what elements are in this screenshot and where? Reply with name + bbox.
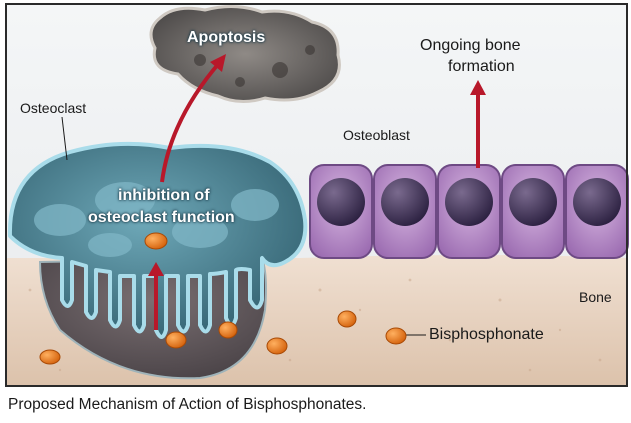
apoptotic-cell [149, 5, 341, 103]
panel-border [5, 3, 628, 387]
osteoblast-nuclei [317, 178, 621, 226]
apoptosis-label: Apoptosis [187, 29, 266, 46]
bisphosphonate-label: Bisphosphonate [429, 326, 544, 343]
osteoclast-nuclei [34, 182, 279, 257]
apoptotic-fragments [194, 45, 315, 87]
formation-arrowhead [470, 80, 486, 95]
bone-label: Bone [579, 289, 612, 305]
ongoing-formation-label-line2: formation [448, 58, 515, 75]
osteoclast-leader [61, 116, 68, 161]
osteoclast-label: Osteoclast [20, 100, 87, 116]
bisphosphonate-particles [39, 232, 407, 365]
inhibition-label-line2: osteoclast function [88, 209, 235, 226]
figure-caption: Proposed Mechanism of Action of Bisphosp… [8, 396, 367, 413]
inhibition-label-line1: inhibition of [118, 187, 210, 204]
apoptosis-arrowhead [210, 54, 226, 72]
apoptosis-arrow [160, 60, 222, 183]
uptake-arrowhead [148, 262, 164, 276]
ongoing-formation-label-line1: Ongoing bone [420, 37, 521, 54]
osteoblast-label: Osteoblast [343, 127, 410, 143]
